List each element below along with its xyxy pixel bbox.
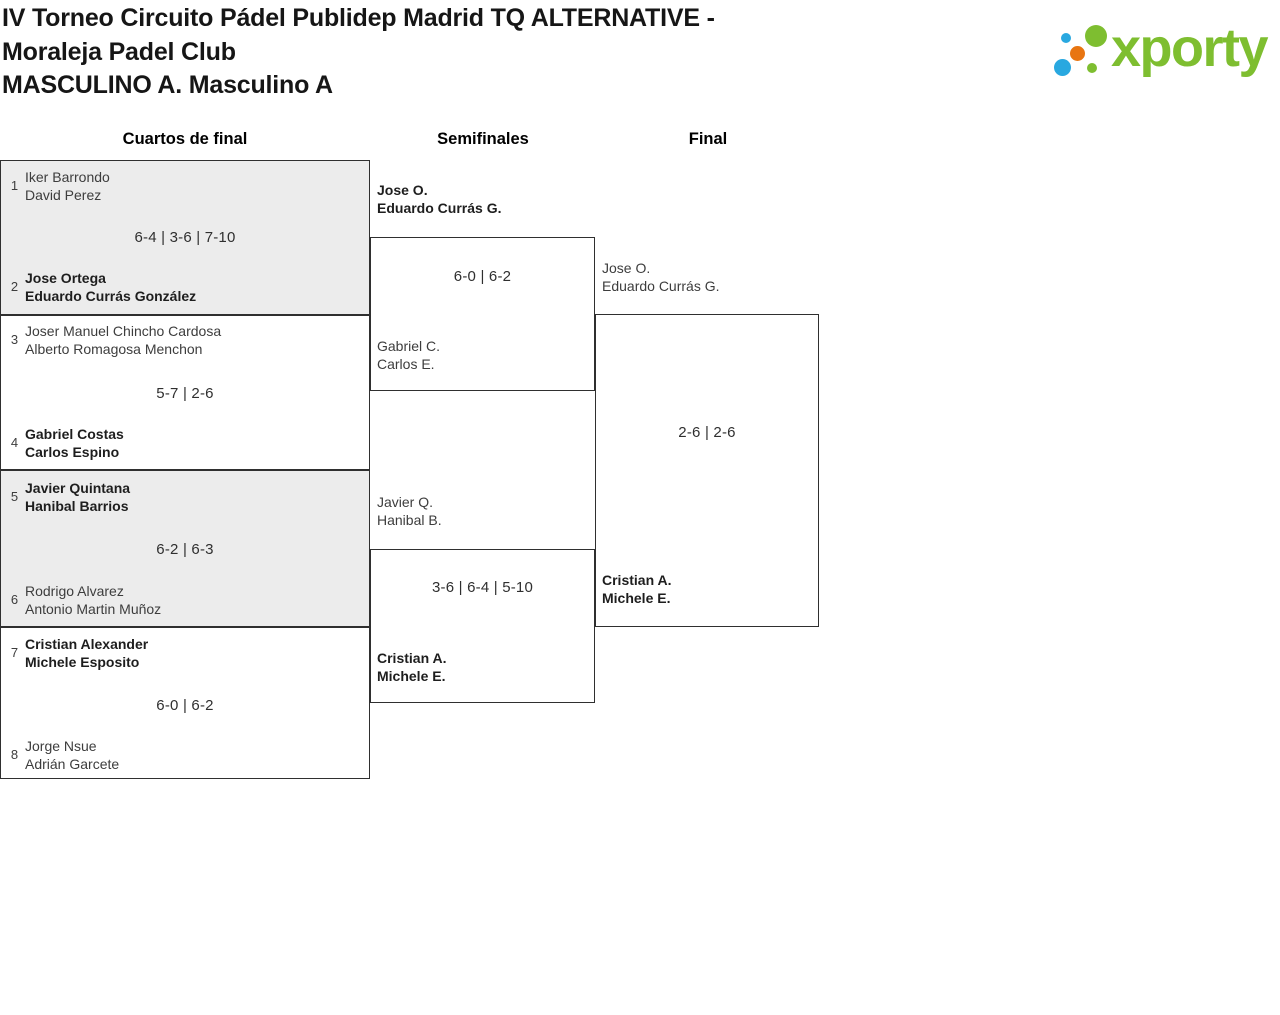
qf-match-4-box (0, 627, 370, 779)
xporty-logo: xporty (1045, 15, 1280, 97)
team-players: Rodrigo Alvarez Antonio Martin Muñoz (25, 583, 162, 617)
sf-match-1-box (370, 237, 595, 391)
qf1-team-top: 1 Iker Barrondo David Perez (0, 168, 110, 204)
team-players: Cristian A. Michele E. (377, 650, 447, 684)
team-players: Javier Q. Hanibal B. (377, 494, 442, 528)
category-name: MASCULINO A. Masculino A (2, 71, 333, 99)
seed-number: 3 (10, 332, 19, 347)
round-header-cuartos: Cuartos de final (122, 130, 248, 148)
qf2-team-top: 3 Joser Manuel Chincho Cardosa Alberto R… (0, 322, 221, 358)
sf1-score: 6-0 | 6-2 (453, 268, 512, 285)
sf1-team-top: Jose O. Eduardo Currás G. (377, 181, 501, 217)
seed-number: 6 (10, 592, 19, 607)
team-players: Cristian Alexander Michele Esposito (25, 636, 149, 670)
qf2-team-bottom: 4 Gabriel Costas Carlos Espino (0, 425, 124, 461)
team-players: Cristian A. Michele E. (602, 572, 672, 606)
seed-number: 5 (10, 489, 19, 504)
qf1-team-bottom: 2 Jose Ortega Eduardo Currás González (0, 269, 196, 305)
team-players: Jorge Nsue Adrián Garcete (25, 738, 120, 772)
qf4-team-bottom: 8 Jorge Nsue Adrián Garcete (0, 737, 119, 773)
sf2-team-top: Javier Q. Hanibal B. (377, 493, 442, 529)
sf2-team-bottom: Cristian A. Michele E. (377, 649, 447, 685)
team-players: Gabriel Costas Carlos Espino (25, 426, 124, 460)
team-players: Joser Manuel Chincho Cardosa Alberto Rom… (25, 323, 222, 357)
team-players: Jose O. Eduardo Currás G. (602, 260, 720, 294)
sf2-score: 3-6 | 6-4 | 5-10 (431, 579, 534, 596)
qf3-score: 6-2 | 6-3 (156, 541, 214, 558)
round-header-final: Final (688, 130, 728, 148)
logo-dot-orange-icon (1070, 46, 1085, 61)
qf4-score: 6-0 | 6-2 (156, 697, 214, 714)
qf2-score: 5-7 | 2-6 (156, 385, 214, 402)
round-header-semifinales: Semifinales (437, 130, 529, 148)
seed-number: 7 (10, 645, 19, 660)
qf-match-3-box (0, 470, 370, 627)
qf3-team-top: 5 Javier Quintana Hanibal Barrios (0, 479, 130, 515)
team-players: Iker Barrondo David Perez (25, 169, 110, 203)
team-players: Gabriel C. Carlos E. (377, 338, 441, 372)
logo-dot-blue-large-icon (1054, 59, 1071, 76)
final-score: 2-6 | 2-6 (678, 424, 736, 441)
tournament-name: IV Torneo Circuito Pádel Publidep Madrid… (2, 4, 715, 66)
final-team-top: Jose O. Eduardo Currás G. (602, 259, 720, 295)
logo-dot-blue-small-icon (1061, 33, 1071, 43)
logo-dot-green-large-icon (1085, 25, 1107, 47)
page-title: IV Torneo Circuito Pádel Publidep Madrid… (2, 2, 802, 103)
qf4-team-top: 7 Cristian Alexander Michele Esposito (0, 635, 148, 671)
logo-dot-green-small-icon (1087, 63, 1097, 73)
qf-match-2-box (0, 315, 370, 470)
seed-number: 1 (10, 178, 19, 193)
final-team-bottom: Cristian A. Michele E. (602, 571, 672, 607)
qf3-team-bottom: 6 Rodrigo Alvarez Antonio Martin Muñoz (0, 582, 161, 618)
sf1-team-bottom: Gabriel C. Carlos E. (377, 337, 440, 373)
team-players: Javier Quintana Hanibal Barrios (25, 480, 131, 514)
team-players: Jose Ortega Eduardo Currás González (25, 270, 197, 304)
qf1-score: 6-4 | 3-6 | 7-10 (134, 229, 236, 246)
qf-match-1-box (0, 160, 370, 315)
seed-number: 4 (10, 435, 19, 450)
logo-wordmark: xporty (1111, 18, 1269, 78)
seed-number: 2 (10, 279, 19, 294)
seed-number: 8 (10, 747, 19, 762)
final-match-box (595, 314, 819, 627)
team-players: Jose O. Eduardo Currás G. (377, 182, 502, 216)
sf-match-2-box (370, 549, 595, 703)
